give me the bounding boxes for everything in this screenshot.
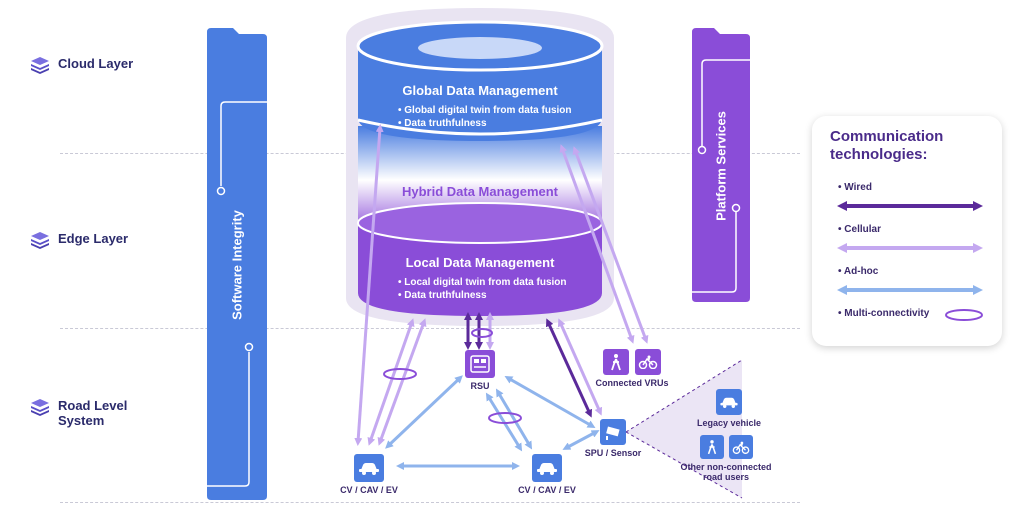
- car-icon: [532, 454, 562, 482]
- car-icon: [354, 454, 384, 482]
- connected-vrus-node: Connected VRUs: [595, 349, 669, 388]
- rsu-device-icon: [465, 350, 495, 378]
- legend-multi-ring: [945, 309, 983, 321]
- stack-layers-icon: [31, 399, 49, 416]
- bicycle-icon: [728, 435, 753, 459]
- hybrid-data-title: Hybrid Data Management: [401, 184, 559, 199]
- local-bullet-2: • Data truthfulness: [398, 290, 487, 301]
- global-bullet-2: • Data truthfulness: [398, 118, 487, 129]
- other-road-users-line2: road users: [702, 472, 749, 482]
- legend-swatches: [837, 201, 983, 321]
- communication-legend: Communication technologies: • Wired • Ce…: [812, 116, 1002, 346]
- global-data-bullets: • Global digital twin from data fusion •…: [398, 104, 572, 130]
- legend-title: Communication technologies:: [830, 128, 944, 163]
- rsu-label: RSU: [470, 381, 490, 391]
- multi-connectivity-ring-cylinder: [471, 328, 493, 338]
- cellular-link-global-vrus-2: [572, 146, 649, 344]
- cv-left-label: CV / CAV / EV: [340, 485, 398, 495]
- global-data-title: Global Data Management: [402, 83, 558, 98]
- cv-right-node: CV / CAV / EV: [511, 454, 583, 495]
- connected-vrus-label: Connected VRUs: [595, 378, 669, 388]
- adhoc-link-rsu-spu: [504, 376, 596, 428]
- legend-adhoc-label: • Ad-hoc: [838, 266, 879, 277]
- cellular-link-global-cv-left: [354, 124, 384, 446]
- local-bullet-1: • Local digital twin from data fusion: [398, 277, 567, 288]
- cellular-link-global-vrus-1: [559, 144, 635, 344]
- legend-multi-label: • Multi-connectivity: [838, 308, 930, 319]
- rsu-node: RSU: [458, 350, 502, 391]
- fov-edge-bottom: [625, 431, 743, 499]
- cellular-link-local-cv-left-1: [367, 318, 415, 446]
- spu-sensor-label: SPU / Sensor: [584, 448, 642, 458]
- cellular-link-local-spu: [557, 318, 603, 416]
- legend-wired-label: • Wired: [838, 182, 872, 193]
- other-road-users-line1: Other non-connected: [680, 462, 772, 472]
- sensor-field-of-view: [626, 360, 742, 498]
- fov-edge-top: [625, 359, 743, 433]
- wired-link-local-spu: [546, 318, 592, 418]
- adhoc-link-rsu-cv-left: [385, 375, 463, 449]
- cv-right-label: CV / CAV / EV: [518, 485, 576, 495]
- cv-left-node: CV / CAV / EV: [333, 454, 405, 495]
- pedestrian-icon: [699, 435, 724, 459]
- multi-connectivity-ring-rsu: [488, 412, 522, 424]
- local-data-title: Local Data Management: [405, 255, 555, 270]
- pedestrian-icon: [603, 349, 629, 375]
- data-management-cylinder: [346, 8, 614, 326]
- spu-sensor-node: SPU / Sensor: [580, 419, 646, 458]
- multi-connectivity-ring-left: [383, 368, 417, 380]
- car-icon: [716, 389, 742, 415]
- cloud-layer-label: Cloud Layer: [30, 56, 148, 74]
- road-layer-label: Road Level System: [30, 398, 148, 428]
- other-road-users-node: Other non-connected road users: [676, 435, 776, 482]
- software-integrity-bar-shape: [207, 28, 267, 500]
- stack-layers-icon: [31, 232, 49, 249]
- cloud-layer-text: Cloud Layer: [58, 56, 134, 71]
- other-road-users-label: Other non-connected road users: [680, 462, 771, 482]
- platform-services-bar-shape: [692, 28, 750, 302]
- legacy-vehicle-label: Legacy vehicle: [696, 418, 762, 428]
- adhoc-link-cv-right-spu: [562, 430, 600, 450]
- bottom-divider: [60, 502, 800, 503]
- bicycle-icon: [635, 349, 661, 375]
- cellular-link-local-cv-left-2: [377, 318, 427, 446]
- edge-layer-text: Edge Layer: [58, 231, 129, 246]
- camera-sensor-icon: [600, 419, 626, 445]
- edge-layer-label: Edge Layer: [30, 231, 148, 249]
- legacy-vehicle-node: Legacy vehicle: [696, 389, 762, 428]
- edge-road-divider: [60, 328, 800, 329]
- road-layer-text: Road Level System: [58, 398, 128, 428]
- local-data-bullets: • Local digital twin from data fusion • …: [398, 276, 567, 302]
- stack-layers-icon: [31, 57, 49, 74]
- legend-cellular-label: • Cellular: [838, 224, 881, 235]
- global-bullet-1: • Global digital twin from data fusion: [398, 105, 572, 116]
